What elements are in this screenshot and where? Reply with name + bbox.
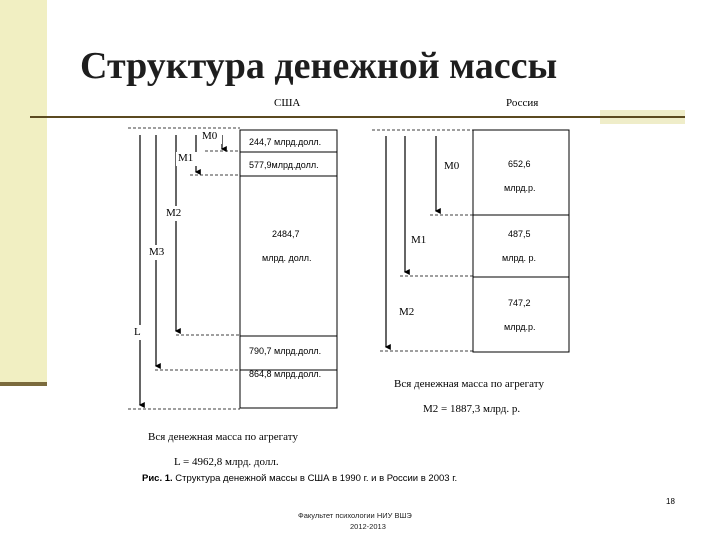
usa-arrows — [138, 135, 227, 408]
russia-label-m1-box: М1 — [408, 233, 432, 248]
russia-label-m1: М1 — [411, 234, 427, 246]
page-number: 18 — [666, 497, 675, 506]
usa-guides — [128, 127, 240, 410]
russia-arrows — [384, 136, 441, 350]
russia-total-value: М2 = 1887,3 млрд. р. — [423, 403, 521, 415]
footer-faculty: Факультет психологии НИУ ВШЭ — [298, 511, 412, 520]
russia-segment-m0-unit: млрд.р. — [504, 183, 536, 193]
usa-column — [239, 129, 338, 409]
russia-guides — [372, 129, 473, 352]
usa-segment-m2-unit: млрд. долл. — [262, 253, 312, 263]
russia-total-box: Вся денежная масса по агрегату М2 = 1887… — [387, 375, 580, 421]
russia-segment-m2-value: 747,2 — [508, 298, 531, 308]
slide-title: Структура денежной массы — [80, 45, 558, 87]
title-rule — [30, 116, 685, 118]
russia-label-m2: М2 — [399, 306, 415, 318]
side-bar-underline — [0, 382, 47, 386]
footer-years: 2012-2013 — [350, 522, 386, 531]
russia-segment-m2-unit: млрд.р. — [504, 322, 536, 332]
russia-column — [472, 129, 570, 353]
usa-label-l-box: L — [131, 325, 147, 340]
figure-caption: Рис. 1. Структура денежной массы в США в… — [138, 468, 568, 490]
usa-label-m1-box: М1 — [176, 152, 198, 166]
russia-total-caption: Вся денежная масса по агрегату — [394, 378, 544, 390]
figure-caption-label: Рис. 1. — [142, 473, 173, 484]
usa-segment-m0-value: 244,7 млрд.долл. — [249, 137, 322, 147]
usa-segment-l-value: 864,8 млрд.долл. — [249, 369, 322, 379]
usa-segment-m3-value: 790,7 млрд.долл. — [249, 346, 322, 356]
usa-label-m3-box: М3 — [146, 245, 170, 260]
russia-header: Россия — [506, 97, 539, 109]
russia-header-box: Россия — [500, 96, 572, 112]
russia-column-outline — [472, 129, 570, 353]
usa-label-m1: М1 — [178, 152, 194, 164]
usa-label-m0-box: М0 — [200, 130, 222, 144]
usa-header: США — [274, 97, 301, 109]
usa-segment-m2-value: 2484,7 — [272, 229, 300, 239]
russia-segment-m1-unit: млрд. р. — [502, 253, 536, 263]
usa-segment-m1-value: 577,9млрд.долл. — [249, 160, 319, 170]
usa-total-box: Вся денежная масса по агрегату L = 4962,… — [138, 427, 338, 471]
usa-label-l: L — [134, 326, 141, 338]
russia-segment-m0-value: 652,6 — [508, 159, 531, 169]
decorative-side-bar — [0, 0, 47, 386]
usa-label-m2-box: М2 — [163, 206, 187, 221]
russia-label-m2-box: М2 — [396, 305, 420, 320]
usa-label-m3: М3 — [149, 246, 165, 258]
usa-total-caption: Вся денежная масса по агрегату — [148, 431, 298, 443]
figure-caption-text: Структура денежной массы в США в 1990 г.… — [172, 473, 458, 484]
russia-label-m0-box: М0 — [441, 159, 465, 174]
russia-segment-m1-value: 487,5 — [508, 229, 531, 239]
usa-label-m2: М2 — [166, 207, 182, 219]
usa-column-outline — [239, 129, 338, 409]
usa-label-m0: М0 — [202, 130, 218, 142]
usa-total-value: L = 4962,8 млрд. долл. — [174, 456, 279, 468]
russia-label-m0: М0 — [444, 160, 460, 172]
usa-header-box: США — [262, 96, 344, 112]
